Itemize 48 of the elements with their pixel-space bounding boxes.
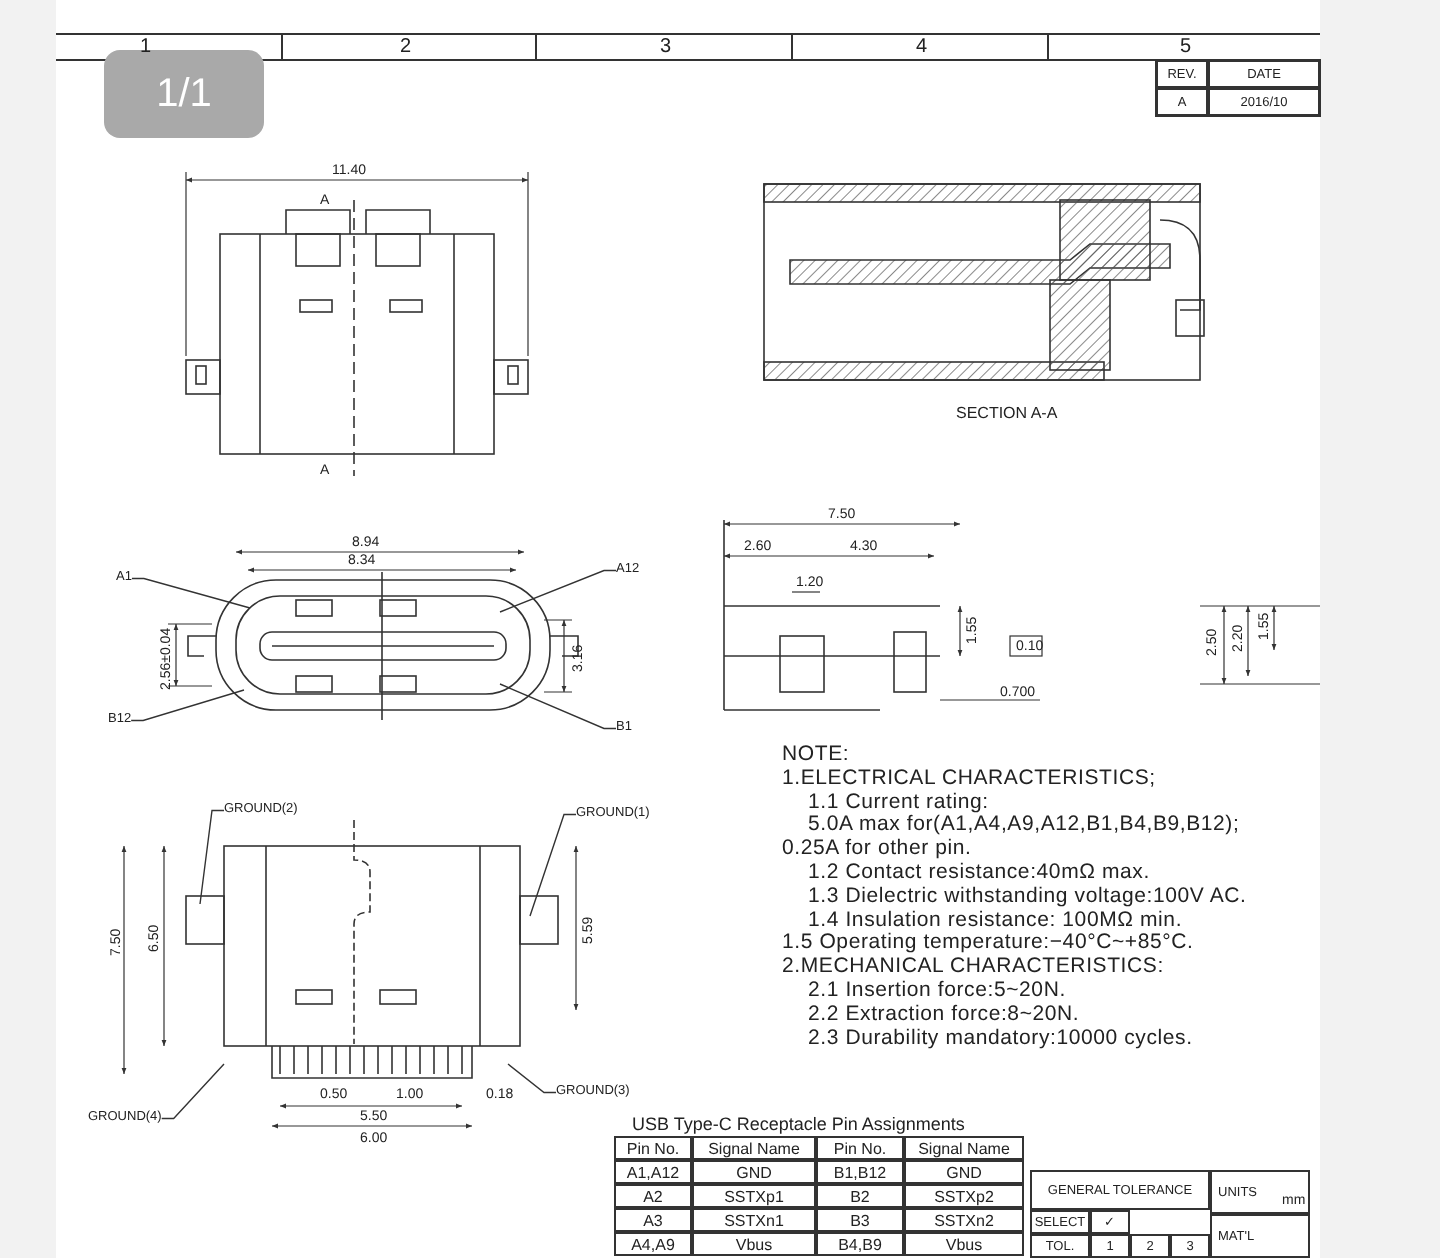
table-cell: SSTXp1 [692, 1184, 816, 1208]
table-cell: GND [692, 1160, 816, 1184]
leader-line [199, 809, 225, 905]
grid-zone-number: 4 [916, 38, 928, 58]
grid-zone-number: 3 [660, 38, 672, 58]
table-cell: SSTXn2 [904, 1208, 1024, 1232]
table-title: USB Type-C Receptacle Pin Assignments [632, 1116, 965, 1134]
grid-zone-number: 2 [400, 38, 412, 58]
note-text: 1.1 Current rating: [808, 791, 989, 813]
view-caption: SECTION A-A [956, 406, 1058, 422]
table-cell: Signal Name [692, 1136, 816, 1160]
page-counter: 1/1 [104, 50, 264, 138]
table-cell: B4,B9 [816, 1232, 904, 1256]
table-cell: SSTXn1 [692, 1208, 816, 1232]
table-cell: Pin No. [614, 1136, 692, 1160]
note-text: 5.0A max for(A1,A4,A9,A12,B1,B4,B9,B12); [808, 814, 1240, 836]
table-cell: A4,A9 [614, 1232, 692, 1256]
table-cell: A3 [614, 1208, 692, 1232]
table-cell: Pin No. [816, 1136, 904, 1160]
leader-line [131, 577, 251, 609]
leader-line [161, 1063, 225, 1120]
note-text: 1.5 Operating temperature:−40°C~+85°C. [782, 932, 1194, 954]
note-text: NOTE: [782, 744, 850, 765]
leader-line [499, 683, 617, 730]
note-text: 1.2 Contact resistance:40mΩ max. [808, 862, 1150, 883]
note-text: 1.4 Insulation resistance: 100MΩ min. [808, 909, 1183, 931]
table-cell: B2 [816, 1184, 904, 1208]
note-text: 2.3 Durability mandatory:10000 cycles. [808, 1027, 1193, 1049]
note-text: 1.3 Dielectric withstanding voltage:100V AC. [808, 885, 1247, 907]
table-cell: GND [904, 1160, 1024, 1184]
note-text: 2.2 Extraction force:8~20N. [808, 1003, 1080, 1025]
note-text: 2.MECHANICAL CHARACTERISTICS: [782, 956, 1164, 978]
table-cell: A1,A12 [614, 1160, 692, 1184]
note-text: 1.ELECTRICAL CHARACTERISTICS; [782, 767, 1156, 789]
table-cell: A2 [614, 1184, 692, 1208]
table-cell: B3 [816, 1208, 904, 1232]
table-cell: Vbus [904, 1232, 1024, 1256]
leader-line [130, 689, 245, 722]
leader-line [499, 569, 617, 613]
leader-line [507, 1063, 557, 1094]
table-cell: Vbus [692, 1232, 816, 1256]
leader-line [529, 813, 577, 917]
table-cell: Signal Name [904, 1136, 1024, 1160]
note-text: 0.25A for other pin. [782, 838, 972, 860]
table-cell: SSTXp2 [904, 1184, 1024, 1208]
grid-zone-number: 5 [1180, 38, 1192, 58]
table-cell: B1,B12 [816, 1160, 904, 1184]
note-text: 2.1 Insertion force:5~20N. [808, 980, 1066, 1001]
